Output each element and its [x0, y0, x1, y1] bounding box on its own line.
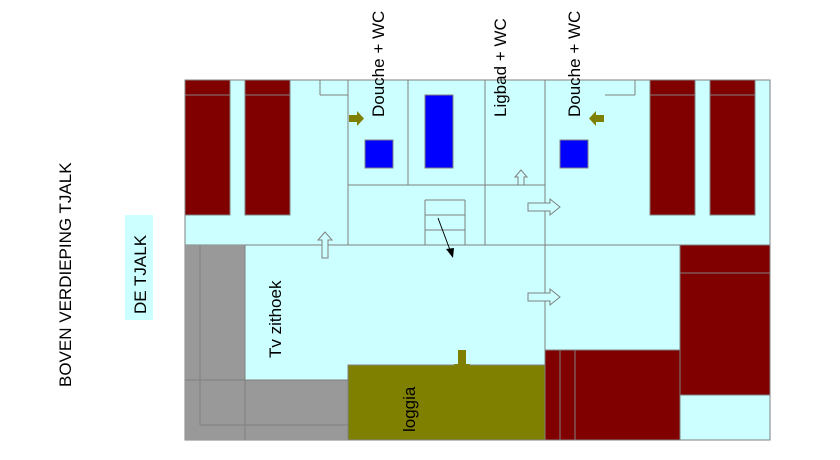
- shower-right-label: Douche + WC: [565, 11, 584, 117]
- bed-top-right-2: [709, 79, 756, 216]
- bed-top-right-1: [649, 79, 696, 216]
- bed-top-left-1: [184, 79, 231, 216]
- bed-top-left-2: [244, 79, 291, 216]
- direction-arrow-right-1: [527, 197, 561, 217]
- house-name-label: DE TJALK: [131, 234, 150, 314]
- shower-tray-right: [559, 139, 589, 169]
- direction-arrow-up-2: [513, 169, 529, 186]
- tv-corner-label: Tv zithoek: [266, 280, 285, 358]
- shower-tray-left: [364, 139, 394, 169]
- direction-arrow-right-2: [527, 287, 561, 307]
- bath-label: Ligbad + WC: [491, 18, 510, 117]
- bed-bottom-right: [544, 244, 771, 441]
- door-arrow-left: [349, 111, 364, 126]
- shower-left-label: Douche + WC: [369, 11, 388, 117]
- floor-title: BOVEN VERDIEPING TJALK: [56, 162, 75, 387]
- loggia-label: loggia: [400, 386, 419, 432]
- house-name-box: [125, 215, 153, 320]
- sofa: [185, 245, 348, 440]
- bathtub: [424, 94, 454, 169]
- door-arrow-right: [589, 111, 604, 126]
- loggia-area: [347, 364, 546, 441]
- staircase: [424, 199, 466, 258]
- direction-arrow-up-1: [316, 231, 334, 259]
- loggia-door-arrow: [454, 350, 470, 380]
